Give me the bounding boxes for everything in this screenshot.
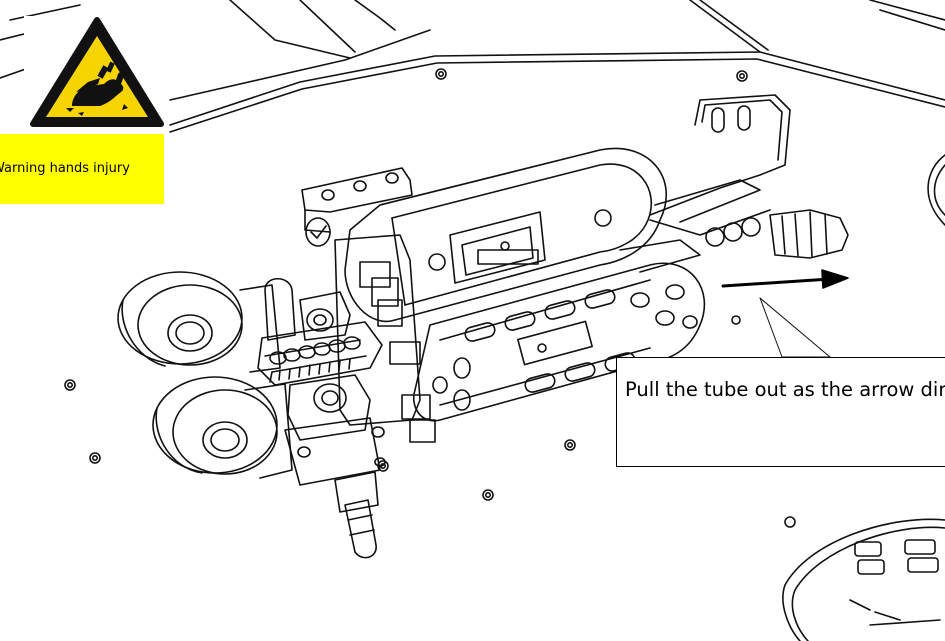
blade-module (257, 277, 386, 486)
tube-connector-bracket (619, 94, 849, 273)
connector-block (334, 234, 436, 443)
lower-perforated-track (413, 262, 706, 422)
lower-handle (334, 471, 379, 559)
hand-crush-warning-icon (24, 16, 169, 134)
upper-bracket (301, 167, 413, 247)
upper-track-housing (344, 147, 668, 323)
callout-leader (759, 297, 831, 358)
base-plate (0, 0, 945, 226)
round-base-unit (782, 516, 945, 641)
roller-wheels (117, 271, 293, 479)
warning-label-text: Warning hands injury (0, 161, 130, 176)
pull-direction-arrow (721, 269, 849, 289)
warning-label: Warning hands injury (0, 134, 164, 204)
instruction-callout: Pull the tube out as the arrow direction (616, 357, 945, 467)
plate-screws (64, 68, 748, 501)
instruction-callout-text: Pull the tube out as the arrow direction (625, 378, 945, 401)
